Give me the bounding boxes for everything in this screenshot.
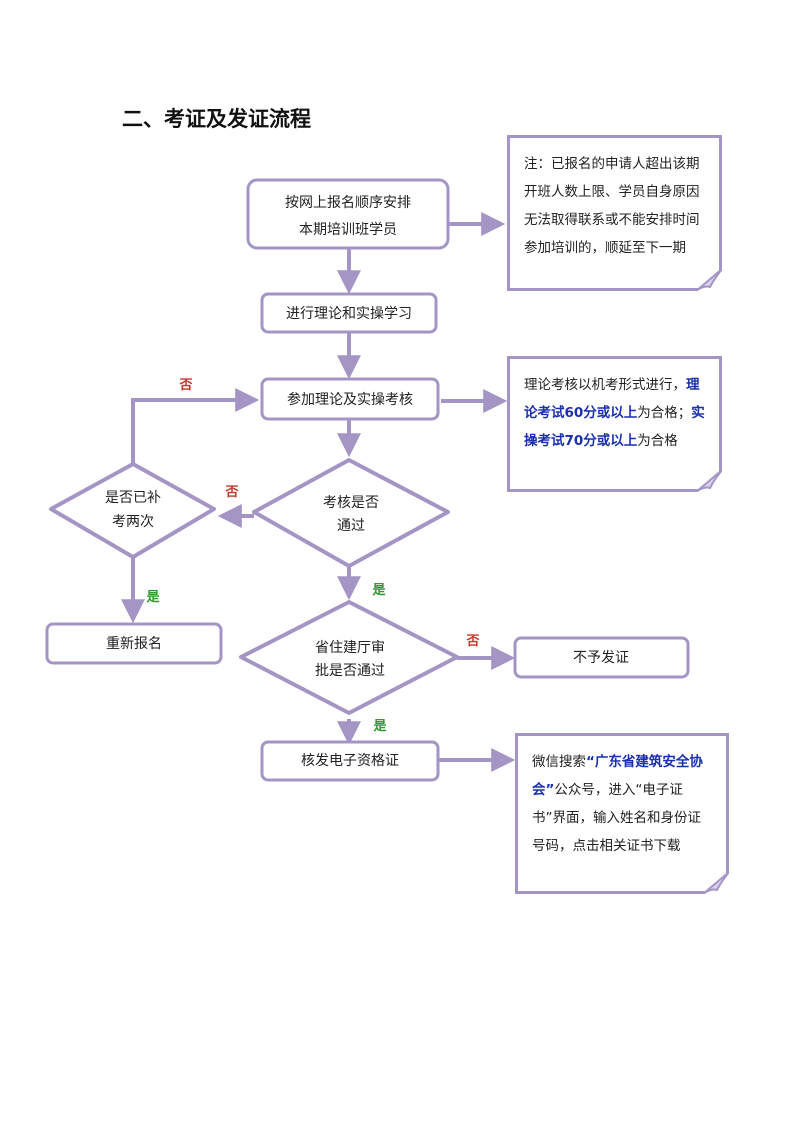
reregister-box (45, 622, 223, 665)
note-deferral-text: 注：已报名的申请人超出该期开班人数上限、学员自身原因无法取得联系或不能安排时间参… (524, 156, 700, 256)
study-box (260, 292, 438, 334)
no-label-loop: 否 (178, 378, 192, 393)
note-exam-practical-highlight: 实操考试70分或以上 (524, 405, 705, 449)
note-download-highlight: “广东省建筑安全协会” (532, 754, 703, 798)
arrange-line1: 按网上报名顺序安排 (285, 195, 411, 211)
study-label: 进行理论和实操学习 (286, 306, 412, 322)
nocert-label: 不予发证 (573, 650, 629, 666)
page-curl-icon (696, 470, 722, 492)
exam-label: 参加理论及实操考核 (287, 391, 413, 408)
note-download-text1: 微信搜索 (532, 754, 586, 770)
arrange-line2: 本期培训班学员 (299, 222, 397, 238)
page-curl-icon (696, 269, 722, 291)
no-label-dept-check: 否 (465, 634, 479, 649)
note-exam-text1: 理论考核以机考形式进行， (524, 377, 686, 393)
yes-label-pass-check: 是 (371, 583, 386, 598)
note-exam-text2: 为合格； (637, 405, 692, 421)
note-exam-criteria: 理论考核以机考形式进行，理论考试60分或以上为合格；实操考试70分或以上为合格 (507, 356, 722, 492)
issue-label: 核发电子资格证 (301, 753, 399, 769)
note-deferral: 注：已报名的申请人超出该期开班人数上限、学员自身原因无法取得联系或不能安排时间参… (507, 135, 722, 291)
yes-label-retake: 是 (145, 590, 160, 605)
retake-check-line2: 考两次 (112, 514, 154, 530)
yes-label-dept-check: 是 (372, 719, 387, 734)
pass-check-diamond (252, 458, 450, 568)
note-download: 微信搜索“广东省建筑安全协会”公众号，进入“电子证书”界面，输入姓名和身份证号码… (515, 733, 729, 894)
issue-box (260, 740, 440, 782)
page-curl-icon (703, 872, 729, 894)
dept-check-diamond (239, 600, 459, 715)
retake-check-diamond (49, 462, 216, 559)
nocert-box (513, 636, 690, 679)
note-download-text2: 公众号，进入“电子证书”界面，输入姓名和身份证号码，点击相关证书下载 (532, 782, 701, 854)
pass-check-line2: 通过 (337, 518, 365, 534)
note-exam-theory-highlight: 理论考试60分或以上 (524, 377, 700, 421)
page-title: 二、考证及发证流程 (122, 107, 311, 131)
no-label-pass-check: 否 (224, 485, 238, 500)
retake-check-line1: 是否已补 (105, 490, 161, 506)
dept-check-line1: 省住建厅审 (315, 640, 385, 656)
note-exam-text3: 为合格 (637, 433, 678, 449)
exam-box (260, 377, 440, 421)
arrow-retake-loop-back (131, 388, 260, 464)
arrange-box (246, 178, 450, 250)
pass-check-line1: 考核是否 (323, 495, 379, 511)
reregister-label: 重新报名 (106, 636, 162, 652)
dept-check-line2: 批是否通过 (315, 663, 385, 679)
